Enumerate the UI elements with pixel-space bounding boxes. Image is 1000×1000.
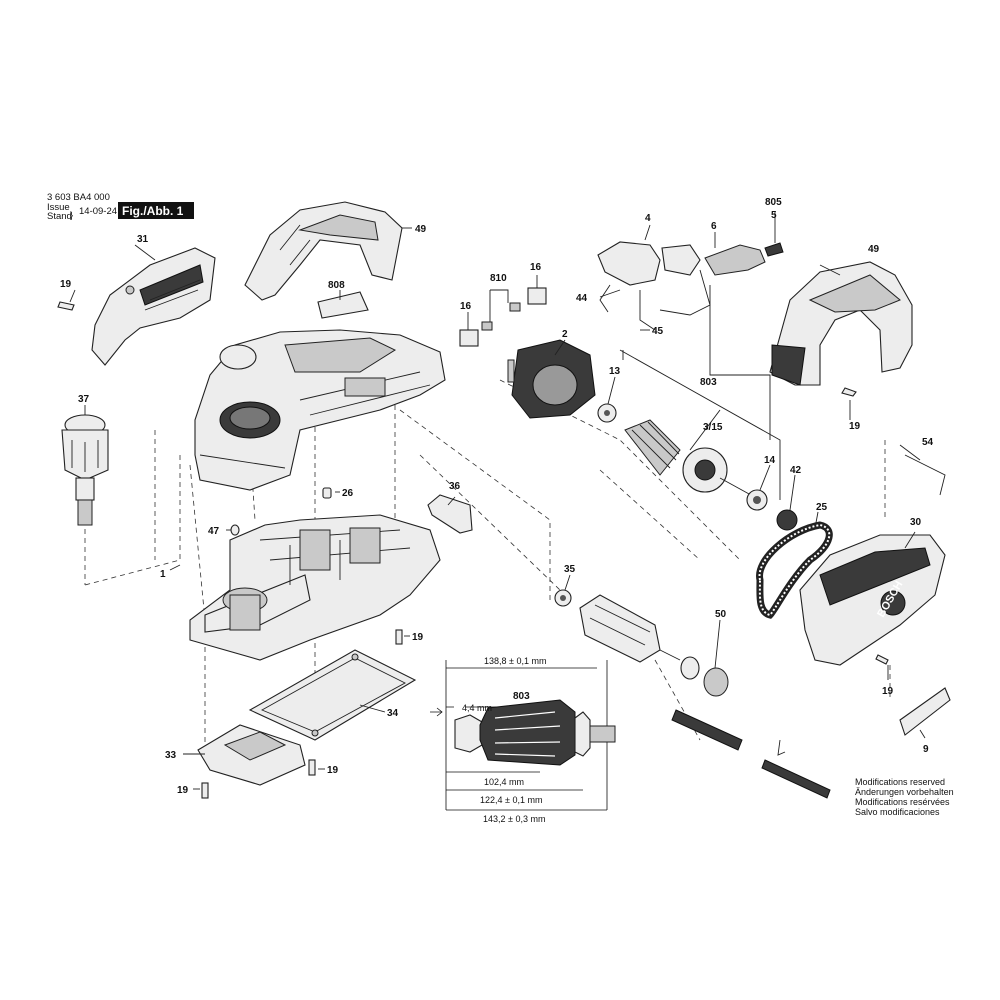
issue-label: Issue [47,202,70,213]
part-49-handle-right [769,261,913,386]
callout-2: 2 [562,329,568,340]
brace-glyph: } [70,210,73,221]
part-1-housing-lower [189,514,441,661]
callout-810: 810 [490,273,507,284]
callout-36: 36 [449,481,461,492]
callout-19-b: 19 [849,421,861,432]
note-de: Änderungen vorbehalten [855,787,954,797]
callout-5: 5 [771,210,777,221]
part-9-label [899,687,951,736]
callout-33: 33 [165,750,177,761]
callout-13: 13 [609,366,621,377]
callout-803-b: 803 [513,691,530,702]
callout-49-a: 49 [415,224,427,235]
callout-16-a: 16 [460,301,472,312]
callout-54: 54 [922,437,934,448]
part-1-housing-upper [194,329,446,491]
callout-808: 808 [328,280,345,291]
part-16-810-switch [459,287,547,347]
callout-805: 805 [765,197,782,208]
dim-shaft: 122,4 ± 0,1 mm [480,795,542,805]
part-4-6-cable [597,241,784,331]
part-47-pin [230,524,240,536]
part-30-belt-cover: BOSCH [799,534,946,666]
part-35-50-cutter-drum [554,589,831,799]
callout-44: 44 [576,293,588,304]
part-34-base-plate [248,649,417,741]
note-es: Salvo modificaciones [855,807,940,817]
callout-19-e: 19 [327,765,339,776]
dim-overall-armature: 138,8 ± 0,1 mm [484,656,546,666]
armature-dimension-drawing [430,660,616,811]
callout-9: 9 [923,744,929,755]
drawing-number: 3 603 BA4 000 [47,192,110,203]
callout-26: 26 [342,488,354,499]
part-31-cover [91,247,216,366]
callout-19-a: 19 [60,279,72,290]
dim-collar: 4,4 mm [462,703,492,713]
part-33-shoe [197,724,306,786]
header-block: 3 603 BA4 000 Issue Stand } 14-09-24 Fig… [47,192,194,222]
callout-3-15: 3/15 [703,422,723,433]
callout-30: 30 [910,517,922,528]
stand-label: Stand [47,211,72,222]
leader-lines [69,212,926,790]
callout-25: 25 [816,502,828,513]
callout-19-f: 19 [177,785,189,796]
callout-31: 31 [137,234,149,245]
callout-49-b: 49 [868,244,880,255]
part-26-pin [322,487,332,499]
callout-50: 50 [715,609,727,620]
callout-16-b: 16 [530,262,542,273]
dim-total: 143,2 ± 0,3 mm [483,814,545,824]
callout-14: 14 [764,455,776,466]
part-2-stator [507,339,596,419]
note-fr: Modifications resérvées [855,797,950,807]
dim-core: 102,4 mm [484,777,524,787]
part-25-belt [756,521,833,619]
figure-label: Fig./Abb. 1 [122,204,184,218]
callout-19-d: 19 [882,686,894,697]
part-808-label [317,291,369,319]
callout-45: 45 [652,326,664,337]
callout-6: 6 [711,221,717,232]
part-803-armature [624,419,761,501]
note-en: Modifications reserved [855,777,945,787]
issue-date: 14-09-24 [79,206,117,217]
part-42-pulley [776,509,798,531]
modification-notes: Modifications reserved Änderungen vorbeh… [855,777,954,817]
callout-34: 34 [387,708,399,719]
figure-label-box [118,202,194,219]
brand-logo [880,590,906,616]
part-37-knob [61,414,109,526]
callout-4: 4 [645,213,651,224]
dimension-labels: 138,8 ± 0,1 mm 4,4 mm 102,4 mm 122,4 ± 0… [462,656,546,824]
callout-37: 37 [78,394,90,405]
callout-803-a: 803 [700,377,717,388]
callout-35: 35 [564,564,576,575]
part-36-clip [427,494,473,534]
callout-1: 1 [160,569,166,580]
screws-19 [57,301,889,799]
callout-labels: 31 19 49 808 810 16 16 2 13 803 3/15 14 … [60,197,934,796]
part-49-handle-half [244,201,403,301]
callout-19-c: 19 [412,632,424,643]
callout-47: 47 [208,526,220,537]
callout-42: 42 [790,465,802,476]
part-54-hex-key [904,454,946,496]
